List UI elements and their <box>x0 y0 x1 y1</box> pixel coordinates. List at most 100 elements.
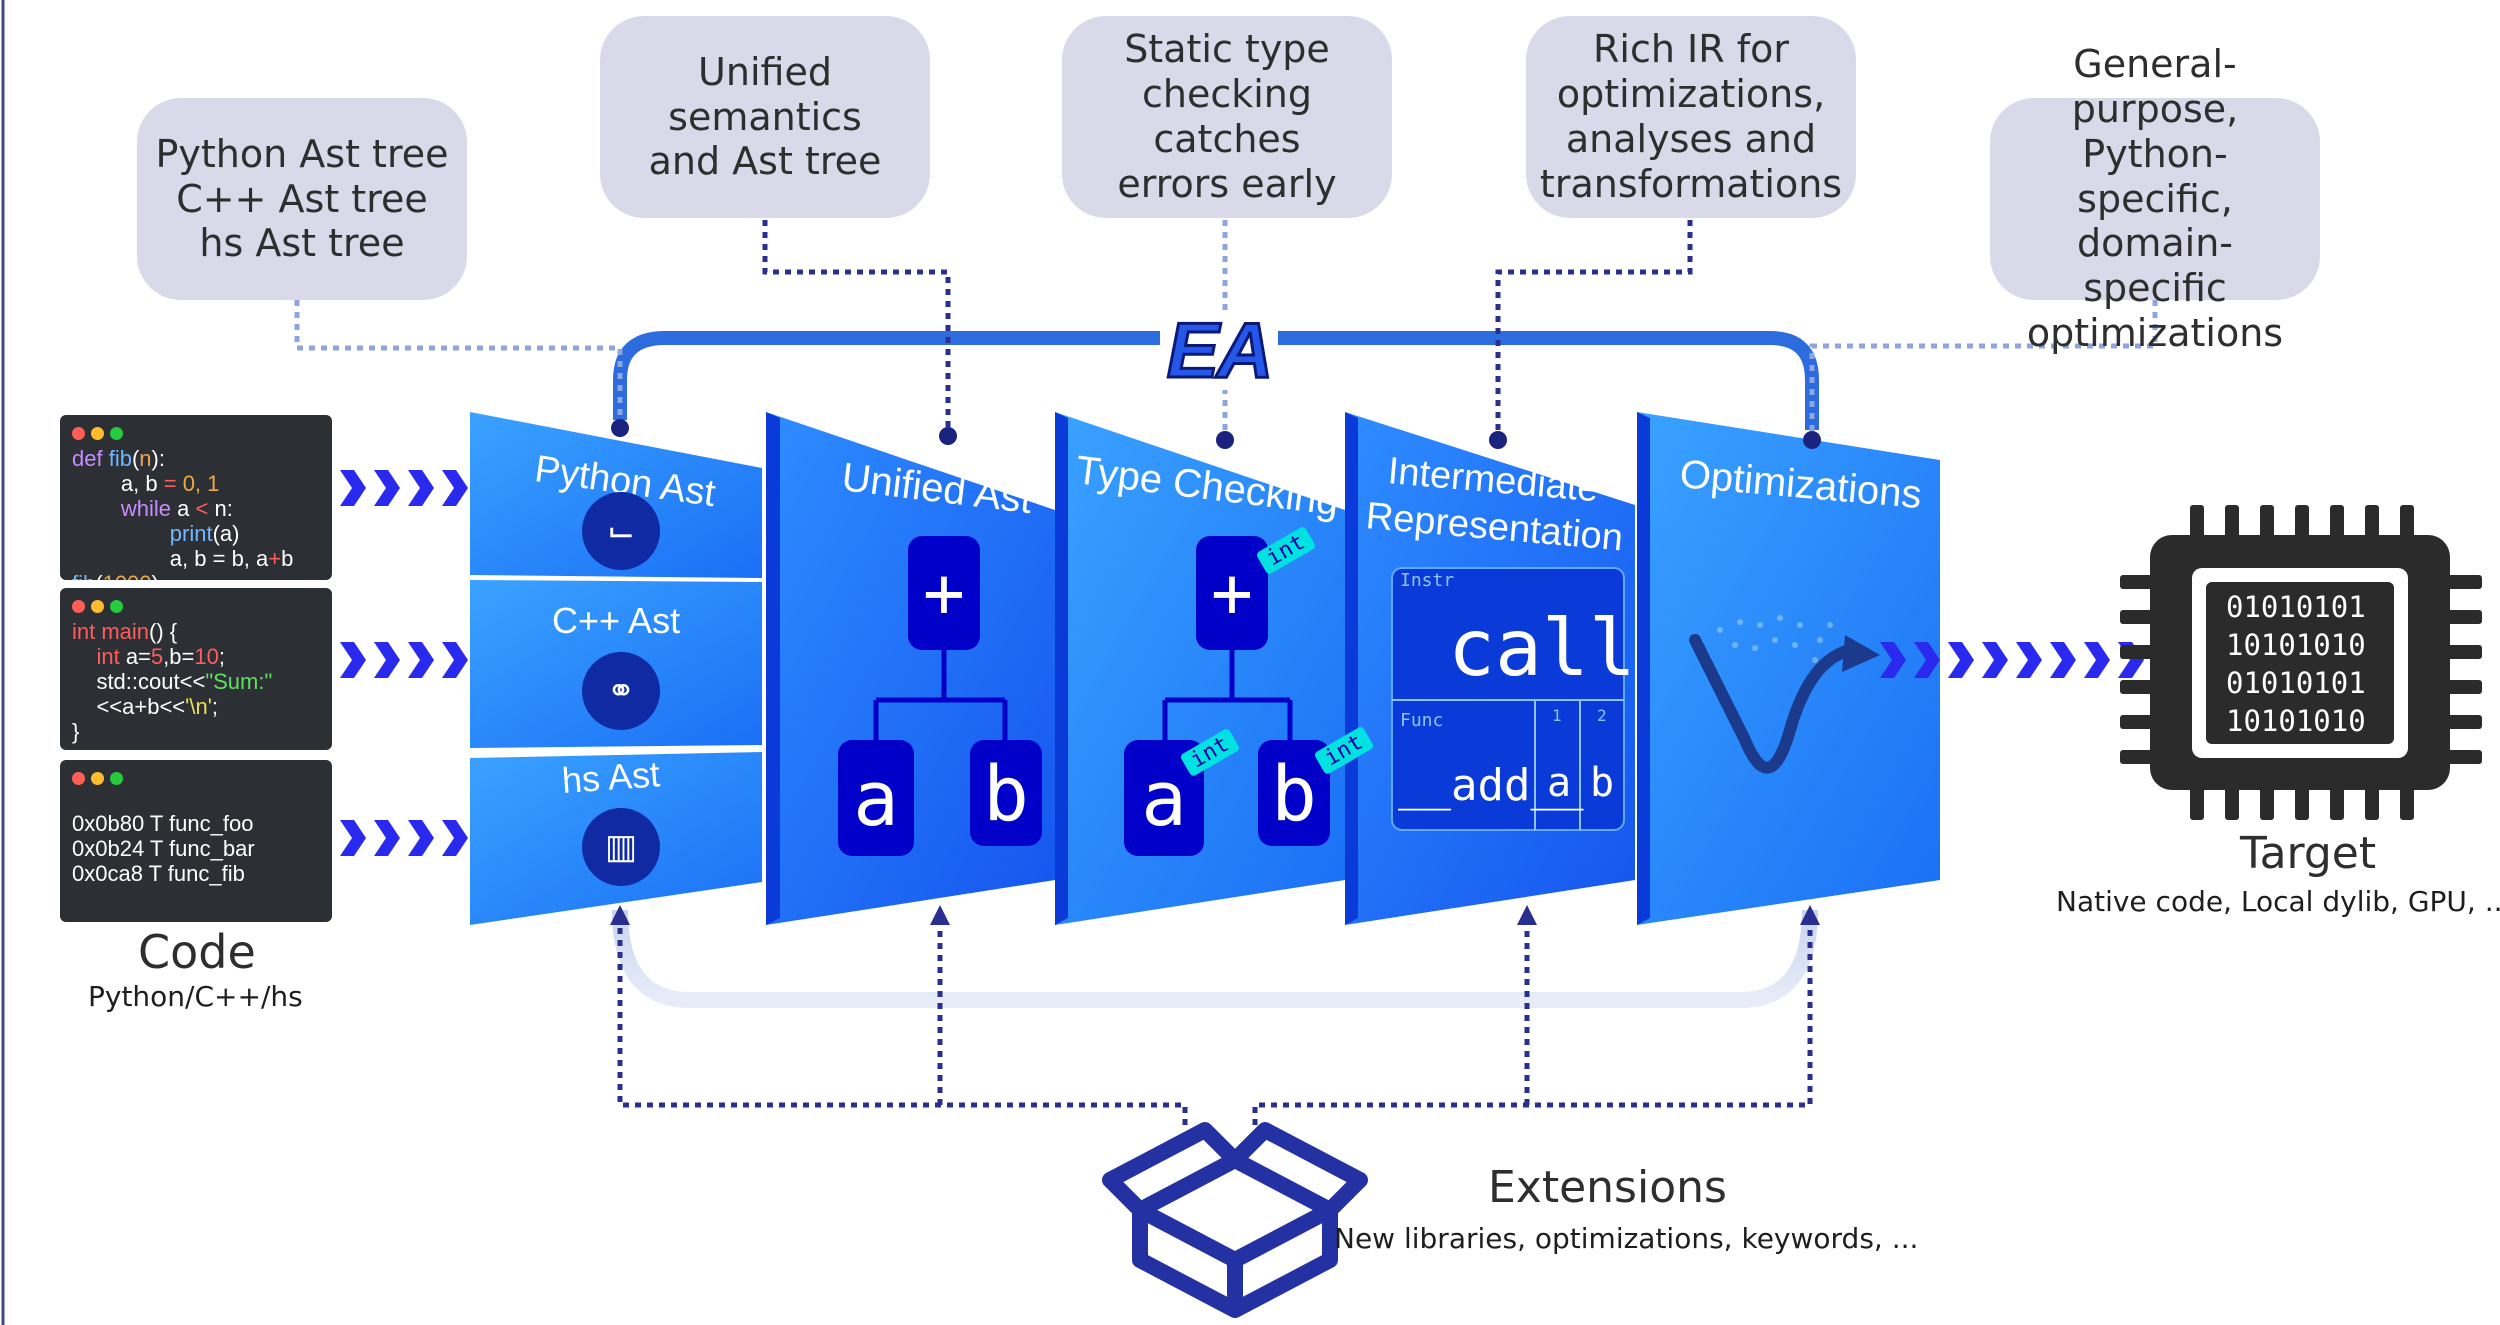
stage-cpp-ast: C++ Ast <box>552 600 681 641</box>
code-token: '\n' <box>185 694 212 719</box>
code-line: std::cout<<"Sum:" <box>72 669 320 694</box>
code-line: int a=5,b=10; <box>72 644 320 669</box>
tree-node-right: b <box>970 740 1042 846</box>
code-token <box>72 644 96 669</box>
callout-connector-unified <box>762 220 951 432</box>
code-token: def <box>72 446 109 471</box>
package-icon <box>1102 1122 1368 1318</box>
window-dots <box>72 600 320 613</box>
ir-table <box>1391 567 1625 831</box>
target-subtitle: Native code, Local dylib, GPU, ... <box>2056 885 2500 918</box>
code-token: ; <box>218 644 225 669</box>
code-token: ): <box>151 446 165 471</box>
code-token: < <box>195 496 215 521</box>
bubble-general-purpose: General-purpose, Python-specific, domain… <box>1990 42 2320 355</box>
ir-arg2: b <box>1590 760 1615 806</box>
code-token: 5 <box>150 644 164 669</box>
code-line: def fib(n): <box>72 446 320 471</box>
code-token: fib <box>108 446 132 471</box>
code-subtitle: Python/C++/hs <box>88 980 303 1013</box>
code-line: fib(1000) <box>72 571 320 580</box>
bubble-unified-semantics: Unified semantics and Ast tree <box>600 16 930 218</box>
window-dots <box>72 772 320 785</box>
ir-func-value: __add__ <box>1398 760 1584 811</box>
ir-instr-label: Instr <box>1400 570 1455 591</box>
code-token: ) <box>152 571 159 580</box>
code-token: main <box>101 619 150 644</box>
code-token: 1000 <box>103 571 152 580</box>
code-token: 0x0b80 T func_foo <box>72 811 254 836</box>
chip-line: 01010101 <box>2226 666 2366 700</box>
ir-instr-value: call <box>1448 604 1636 694</box>
code-title: Code <box>138 925 256 979</box>
code-line: print(a) <box>72 521 320 546</box>
code-token: ,b= <box>163 644 195 669</box>
optimization-chart-graphic <box>1689 615 1880 774</box>
ea-logo-text: EA <box>1165 304 1274 395</box>
callout-connector-general <box>1809 300 2158 440</box>
tree-node-left: a <box>838 740 914 856</box>
hs-ast-icon: ▥ <box>582 808 660 886</box>
ir-arg1: a <box>1547 760 1572 806</box>
ir-arg2-index: 2 <box>1597 706 1607 725</box>
code-token: std::cout<< <box>72 669 206 694</box>
code-line: while a < n: <box>72 496 320 521</box>
stage-hs-ast: hs Ast <box>560 753 662 801</box>
input-arrows <box>340 470 468 856</box>
code-token: ; <box>211 694 219 719</box>
code-token: ( <box>131 446 140 471</box>
code-token: print <box>169 521 213 546</box>
code-token: + <box>268 546 282 571</box>
code-token: a= <box>125 644 151 669</box>
cpp-ast-icon: ⚭ <box>582 652 660 730</box>
bubble-rich-ir: Rich IR for optimizations, analyses and … <box>1526 16 1856 218</box>
code-panel-python: def fib(n): a, b = 0, 1 while a < n: pri… <box>60 415 332 580</box>
code-token <box>72 521 170 546</box>
chip-line: 10101010 <box>2226 704 2366 738</box>
code-token: } <box>72 719 80 744</box>
code-token: n <box>139 446 152 471</box>
ir-arg1-index: 1 <box>1552 706 1562 725</box>
code-token: 10 <box>194 644 219 669</box>
chip-line: 10101010 <box>2226 628 2366 662</box>
code-token: fib <box>72 571 95 580</box>
target-title: Target <box>2240 828 2377 879</box>
code-panel-cpp: int main() { int a=5,b=10; std::cout<<"S… <box>60 588 332 750</box>
code-line: int main() { <box>72 619 320 644</box>
bottom-rail <box>612 909 1818 1008</box>
chip-binary: 01010101 10101010 01010101 10101010 <box>2226 588 2366 740</box>
code-line: 0x0ca8 T func_fib <box>72 861 320 886</box>
code-token: (a) <box>212 521 240 546</box>
code-token: int <box>96 644 126 669</box>
code-token: "Sum:" <box>205 669 273 694</box>
callout-connector-python <box>294 300 623 425</box>
extensions-title: Extensions <box>1488 1162 1727 1213</box>
code-token: b <box>281 546 294 571</box>
code-line: a, b = b, a+b <box>72 546 320 571</box>
tree-node-op: + <box>908 536 980 650</box>
output-arrows <box>1880 642 2178 678</box>
code-lines-cpp: int main() { int a=5,b=10; std::cout<<"S… <box>72 619 320 744</box>
python-ast-icon: ⌙ <box>582 492 660 570</box>
code-token: a <box>177 496 196 521</box>
extensions-subtitle: New libraries, optimizations, keywords, … <box>1334 1222 1919 1255</box>
chip-line: 01010101 <box>2226 590 2366 624</box>
bubble-static-type: Static type checking catches errors earl… <box>1062 16 1392 218</box>
code-token: a, b <box>72 471 164 496</box>
code-lines-python: def fib(n): a, b = 0, 1 while a < n: pri… <box>72 446 320 580</box>
optimizations-panel-shape <box>1637 412 1940 925</box>
code-line: } <box>72 719 320 744</box>
code-token <box>72 496 121 521</box>
code-line: a, b = 0, 1 <box>72 471 320 496</box>
window-dots <box>72 427 320 440</box>
extensions-connectors <box>617 925 1813 1125</box>
code-token: ( <box>95 571 102 580</box>
typed-tree-edges <box>1162 650 1293 745</box>
code-token: while <box>120 496 178 521</box>
code-token: 0, 1 <box>182 471 220 496</box>
ea-logo: EA <box>1160 304 1278 395</box>
bubble-python-ast: Python Ast tree C++ Ast tree hs Ast tree <box>137 98 467 300</box>
